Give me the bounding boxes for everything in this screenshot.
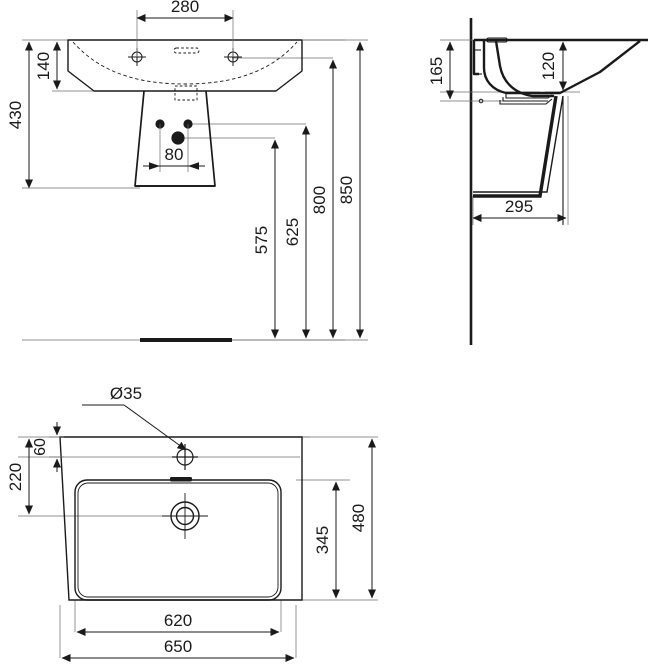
plan-waste-outlet bbox=[162, 493, 208, 539]
plan-outer-outline bbox=[59, 436, 303, 601]
dimension-850-label: 850 bbox=[337, 176, 356, 204]
side-pedestal-bracket bbox=[473, 95, 558, 198]
side-pedestal-inner bbox=[473, 95, 564, 193]
dimension-345: 345 bbox=[313, 481, 340, 599]
dimension-850: 850 bbox=[232, 39, 368, 341]
dimension-220-label: 220 bbox=[6, 463, 25, 491]
dimension-165: 165 bbox=[427, 41, 454, 100]
dimension-650-label: 650 bbox=[164, 637, 192, 656]
dimension-60: 60 bbox=[32, 422, 64, 472]
dimension-480-label: 480 bbox=[349, 504, 368, 532]
diameter-35-label: Ø35 bbox=[110, 384, 142, 403]
plan-view: Ø35 60 220 345 480 620 bbox=[6, 384, 378, 662]
dimension-620-label: 620 bbox=[164, 611, 192, 630]
dimension-280: 280 bbox=[136, 0, 234, 57]
dimension-800: 800 bbox=[310, 59, 337, 339]
dimension-800-label: 800 bbox=[310, 186, 329, 214]
plan-overflow-notch bbox=[170, 477, 192, 482]
front-basin-outline bbox=[67, 39, 303, 92]
dimension-140-label: 140 bbox=[34, 52, 53, 80]
dimension-140: 140 bbox=[34, 41, 61, 90]
dimension-625-label: 625 bbox=[283, 218, 302, 246]
front-overflow-slot bbox=[173, 47, 200, 54]
diameter-35-leader: Ø35 bbox=[82, 384, 187, 451]
dimension-430: 430 bbox=[6, 41, 140, 189]
dimension-295-label: 295 bbox=[505, 197, 533, 216]
front-waste-outlet bbox=[174, 85, 198, 101]
dimension-120-label: 120 bbox=[539, 52, 558, 80]
front-extension-lines bbox=[22, 39, 345, 341]
dimension-625: 625 bbox=[283, 125, 310, 339]
dimension-575: 575 bbox=[252, 139, 279, 339]
dimension-480: 480 bbox=[349, 438, 376, 599]
side-bowl-detail bbox=[474, 37, 553, 105]
plan-tap-hole bbox=[172, 444, 198, 470]
front-bowl-hidden-outline bbox=[72, 41, 298, 85]
dimension-80: 80 bbox=[143, 124, 205, 172]
dimension-430-label: 430 bbox=[6, 101, 25, 129]
dimension-165-label: 165 bbox=[427, 57, 446, 85]
dimension-345-label: 345 bbox=[313, 526, 332, 554]
dimension-220: 220 bbox=[6, 438, 33, 515]
side-basin-profile bbox=[472, 38, 648, 98]
dimension-620: 620 bbox=[76, 611, 280, 636]
dimension-60-label: 60 bbox=[32, 438, 49, 456]
front-elevation-view: 280 140 430 80 575 6 bbox=[6, 0, 368, 342]
dimension-280-label: 280 bbox=[171, 0, 199, 16]
dimension-575-label: 575 bbox=[252, 226, 271, 254]
side-elevation-view: 165 120 295 bbox=[427, 18, 648, 345]
dimension-120: 120 bbox=[539, 41, 567, 91]
front-pedestal-outline bbox=[134, 90, 216, 187]
dimension-295: 295 bbox=[472, 197, 567, 222]
waste-point-center bbox=[171, 131, 185, 145]
dimension-650: 650 bbox=[61, 637, 295, 662]
dimension-80-label: 80 bbox=[165, 145, 184, 164]
side-reference-point bbox=[478, 98, 484, 104]
plan-bowl-outline bbox=[74, 479, 282, 601]
